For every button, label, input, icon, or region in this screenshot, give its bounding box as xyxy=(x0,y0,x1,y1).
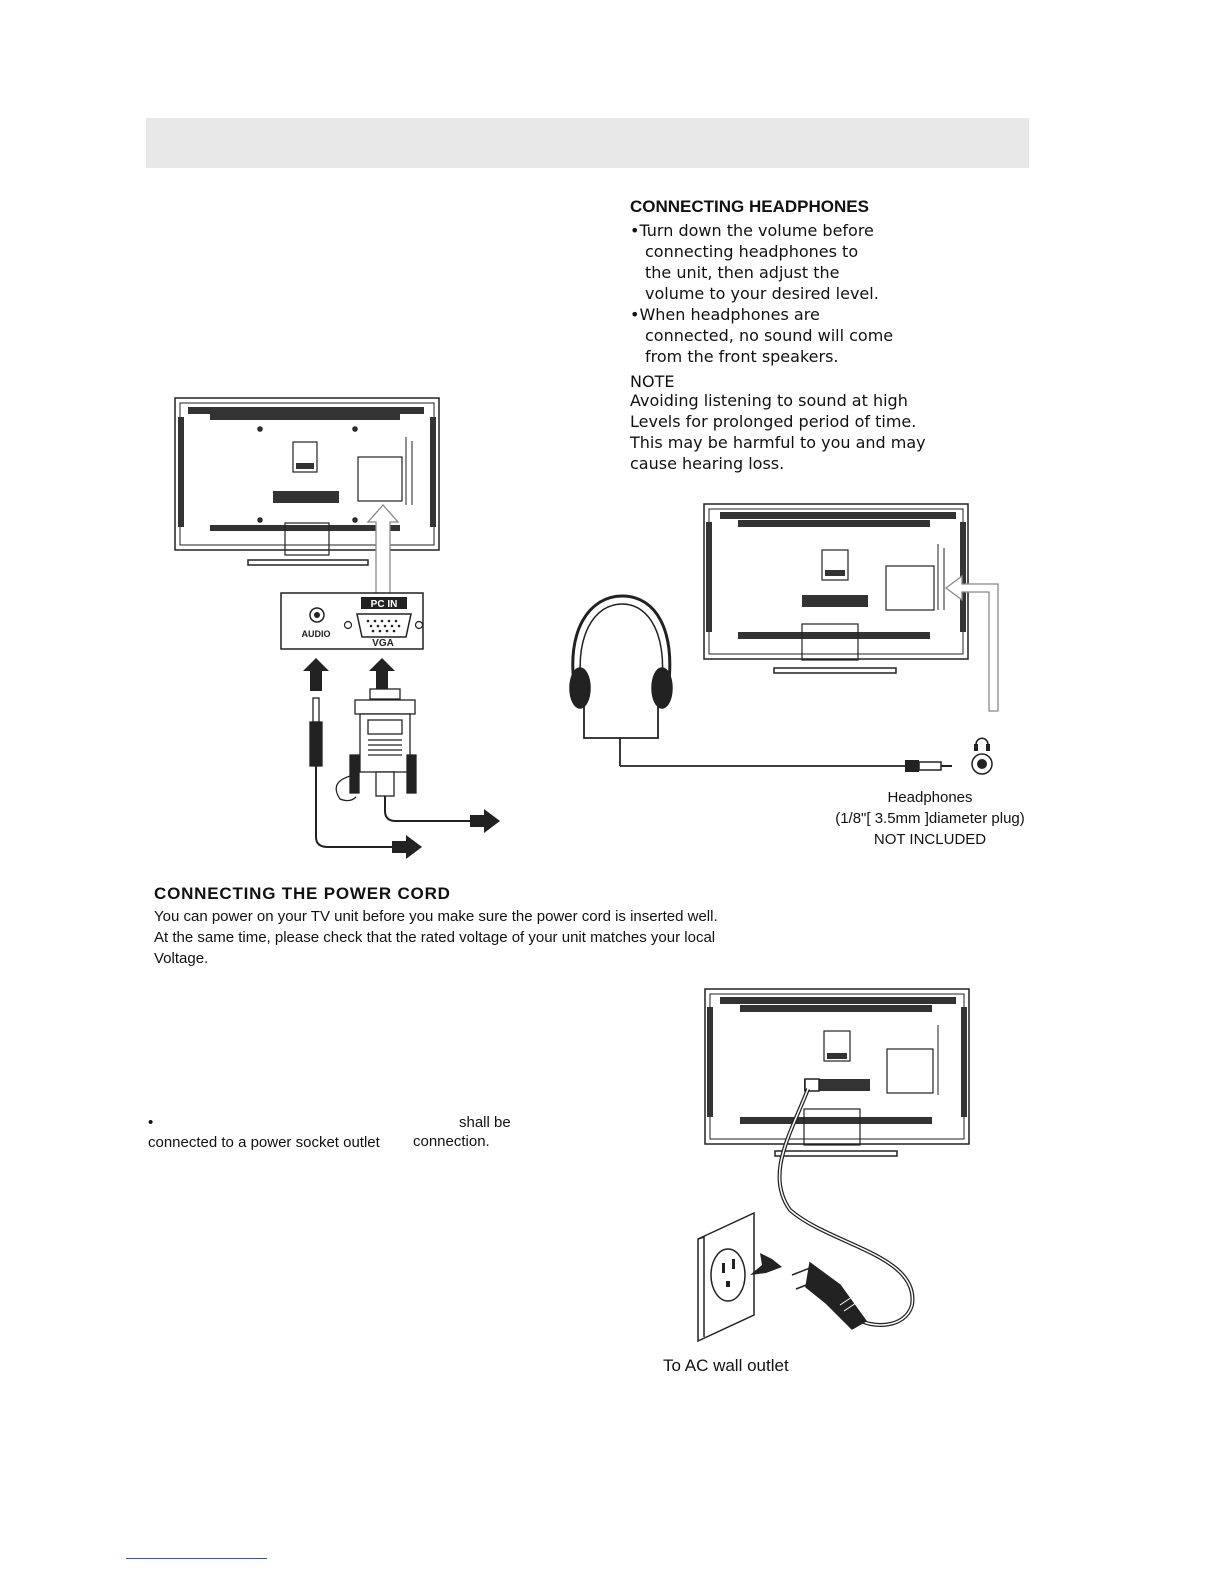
bullet-line: connected, no sound will come xyxy=(645,326,894,345)
power-section: CONNECTING THE POWER CORD You can power … xyxy=(154,884,854,969)
bullet-mark: • xyxy=(148,1114,154,1131)
power-line: Voltage. xyxy=(154,950,209,967)
bullet-line: connecting headphones to xyxy=(645,242,859,261)
power-title: CONNECTING THE POWER CORD xyxy=(154,884,451,903)
tv-rear-illustration xyxy=(174,397,440,566)
audio-label: AUDIO xyxy=(302,629,331,639)
header-bar xyxy=(146,118,1029,168)
note-line: This may be harmful to you and may xyxy=(630,433,926,452)
vga-plug xyxy=(335,688,470,822)
arrow-up-icon xyxy=(369,658,395,691)
pc-connection-diagram: PC IN AUDIO VGA xyxy=(174,397,500,859)
socket-text: connected to a power socket outlet xyxy=(148,1134,380,1151)
tv-rear-illustration xyxy=(703,503,969,674)
headphones-section: CONNECTING HEADPHONES •Turn down the vol… xyxy=(630,197,990,474)
headphones-illustration xyxy=(569,594,952,772)
caption-line: NOT INCLUDED xyxy=(873,831,987,848)
arrow-left-icon xyxy=(750,1253,782,1275)
power-diagram xyxy=(697,988,970,1343)
headphones-title: CONNECTING HEADPHONES xyxy=(630,197,869,216)
caption-line: Headphones xyxy=(887,789,973,806)
wall-outlet-illustration xyxy=(697,1211,755,1343)
tv-rear-illustration xyxy=(704,988,970,1157)
vga-label: VGA xyxy=(372,638,394,649)
arrow-up-icon xyxy=(303,658,329,691)
bullet-line: from the front speakers. xyxy=(645,347,839,366)
headphones-diagram xyxy=(569,503,999,775)
outlet-caption: To AC wall outlet xyxy=(663,1356,789,1375)
note-line: cause hearing loss. xyxy=(630,454,785,473)
bullet-line: •Turn down the volume before xyxy=(630,221,874,240)
power-line: At the same time, please check that the … xyxy=(154,929,716,946)
power-body: You can power on your TV unit before you… xyxy=(154,906,854,969)
bullet-line: volume to your desired level. xyxy=(645,284,879,303)
headphones-bullets: •Turn down the volume before connecting … xyxy=(630,220,990,367)
arrow-right-icon xyxy=(470,809,500,833)
arrow-right-icon xyxy=(392,835,422,859)
footer-rule xyxy=(126,1558,267,1559)
note-line: Levels for prolonged period of time. xyxy=(630,412,917,431)
bullet-line: the unit, then adjust the xyxy=(645,263,840,282)
caption-line: (1/8"[ 3.5mm ]diameter plug) xyxy=(835,810,1025,827)
audio-plug xyxy=(309,697,392,848)
note-title: NOTE xyxy=(630,372,675,391)
shall-be-text: shall be xyxy=(459,1114,511,1131)
power-line: You can power on your TV unit before you… xyxy=(154,908,718,925)
connection-text: connection. xyxy=(413,1133,490,1150)
headphone-jack-icon xyxy=(974,737,990,751)
headphones-caption: Headphones (1/8"[ 3.5mm ]diameter plug) … xyxy=(820,787,1040,850)
pc-in-label: PC IN xyxy=(371,599,398,610)
note-body: Avoiding listening to sound at high Leve… xyxy=(630,390,990,474)
port-panel: PC IN AUDIO VGA xyxy=(280,592,424,650)
power-plug-illustration xyxy=(791,1261,868,1330)
bullet-line: •When headphones are xyxy=(630,305,820,324)
note-line: Avoiding listening to sound at high xyxy=(630,391,908,410)
